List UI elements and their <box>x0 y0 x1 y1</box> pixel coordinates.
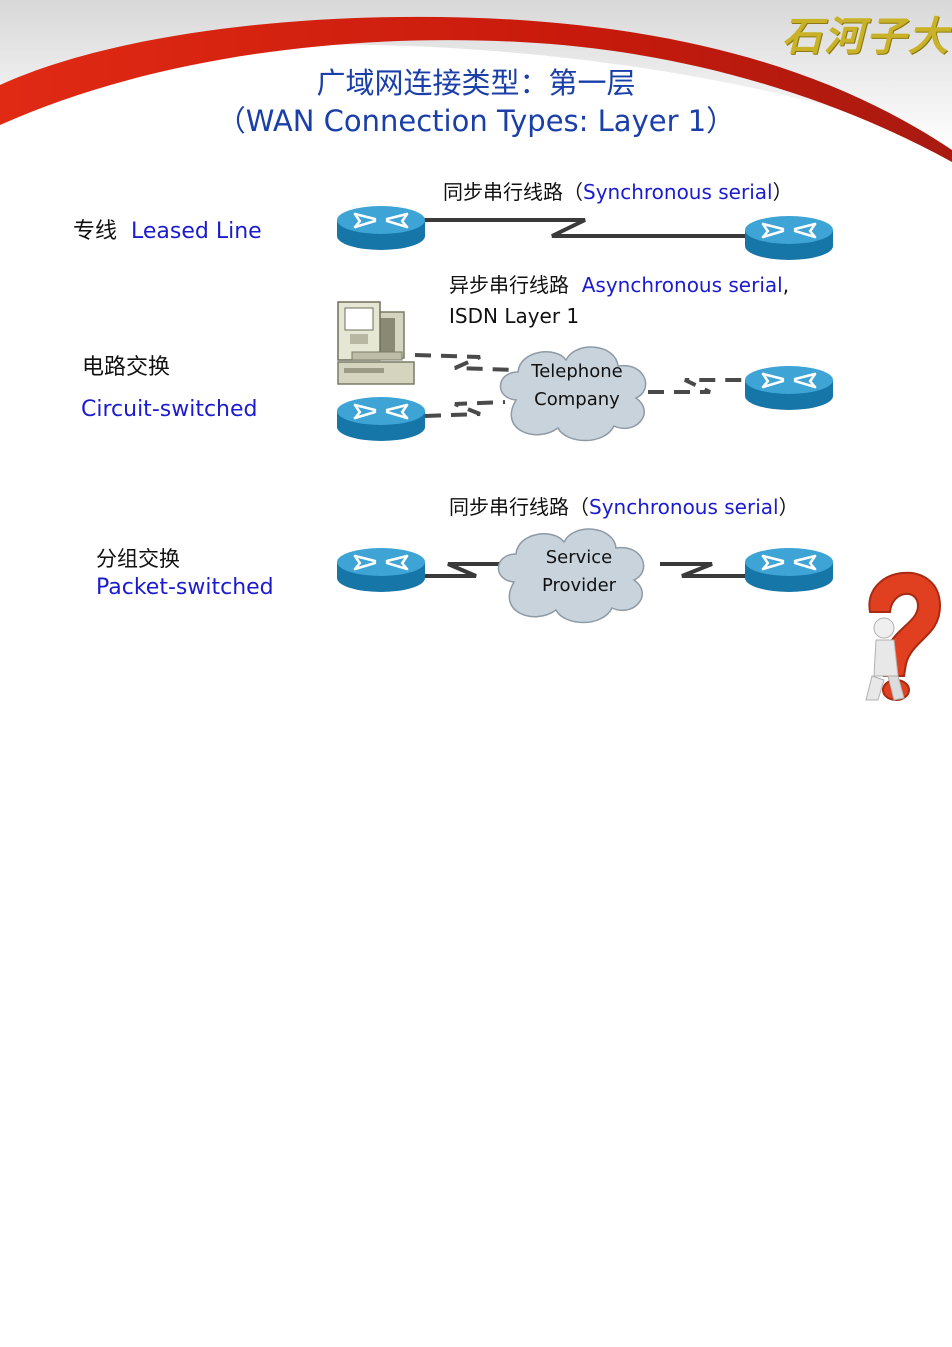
telephone-company-label: Telephone Company <box>502 358 652 414</box>
service-provider-label: Service Provider <box>504 544 654 600</box>
page-title: 广域网连接类型：第一层 <box>316 66 636 100</box>
leased-label-en: Leased Line <box>131 219 262 244</box>
header-banner <box>0 0 952 162</box>
leased-label-cn: 专线 <box>73 219 118 244</box>
packet-caption-en: Synchronous serial <box>589 495 779 519</box>
banner-red-swoosh <box>0 16 952 162</box>
circuit-caption-comma: , <box>782 273 790 297</box>
packet-caption-end: ） <box>778 495 799 519</box>
router-icon <box>335 395 427 443</box>
leased-serial-link <box>424 218 746 238</box>
packet-serial-links <box>424 562 746 578</box>
router-icon <box>743 364 835 412</box>
router-icon <box>743 546 835 594</box>
pc-terminal-icon <box>337 301 415 385</box>
leased-line-label: 专线 Leased Line <box>73 213 262 245</box>
packet-caption-cn: 同步串行线路（ <box>449 495 589 519</box>
leased-caption-cn: 同步串行线路（ <box>443 180 583 204</box>
circuit-caption-en: Asynchronous serial <box>581 273 783 297</box>
router-icon <box>335 546 427 594</box>
packet-switched-label-cn: 分组交换 <box>96 547 180 571</box>
router-icon <box>743 214 835 262</box>
router-icon <box>335 204 427 252</box>
packet-caption: 同步串行线路（Synchronous serial） <box>449 491 799 520</box>
leased-caption: 同步串行线路（Synchronous serial） <box>443 176 793 205</box>
circuit-caption-line2: ISDN Layer 1 <box>449 304 580 328</box>
network-diagram <box>335 204 942 701</box>
circuit-switched-label-en: Circuit-switched <box>81 397 258 422</box>
cloud-label-line1: Telephone <box>531 361 623 382</box>
page-subtitle: （WAN Connection Types: Layer 1） <box>216 104 736 138</box>
leased-caption-end: ） <box>772 180 793 204</box>
circuit-dialup-links <box>414 353 746 418</box>
question-mark-figure-icon <box>865 571 942 701</box>
packet-switched-label-en: Packet-switched <box>96 575 274 600</box>
circuit-caption: 异步串行线路 Asynchronous serial, <box>449 269 789 298</box>
circuit-switched-label-cn: 电路交换 <box>82 355 171 380</box>
cloud-label-line2: Provider <box>541 575 617 596</box>
circuit-caption-cn: 异步串行线路 <box>449 273 569 297</box>
cloud-label-line1: Service <box>545 547 613 568</box>
leased-caption-en: Synchronous serial <box>583 180 773 204</box>
cloud-label-line2: Company <box>534 389 620 410</box>
university-logo: 石河子大学 <box>782 13 952 60</box>
